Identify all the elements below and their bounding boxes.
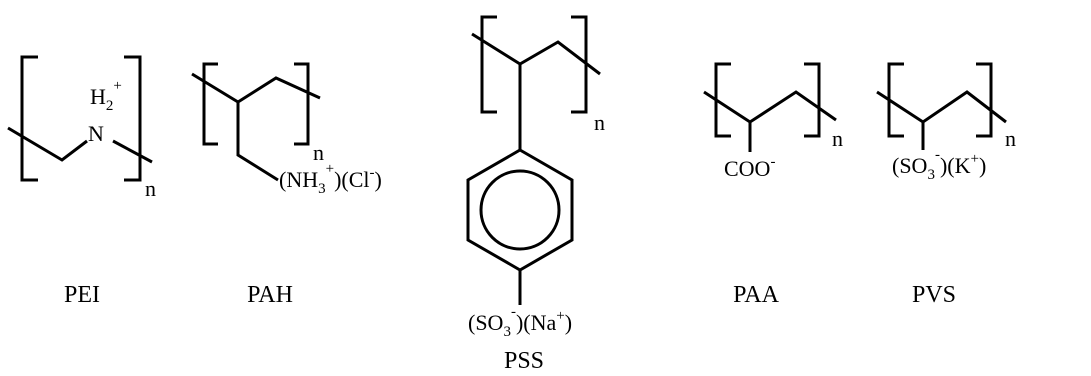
pss-bracket-right xyxy=(571,15,588,114)
paa-backbone xyxy=(703,90,837,124)
pei-backbone-right xyxy=(112,139,153,164)
paa-label: PAA xyxy=(733,282,779,308)
structure-pei: N H2+ n PEI xyxy=(7,55,156,308)
pah-backbone xyxy=(191,72,321,104)
paa-carboxylate: COO- xyxy=(724,154,775,181)
pss-sulfonate-sodium: (SO3-)(Na+) xyxy=(468,304,572,340)
pss-label: PSS xyxy=(504,348,544,374)
paa-repeat-n: n xyxy=(832,126,843,151)
pvs-sulfonate-potassium: (SO3-)(K+) xyxy=(892,147,986,183)
pss-backbone xyxy=(471,32,601,76)
pah-ammonium-chloride: (NH3+)(Cl-) xyxy=(279,161,382,197)
pei-backbone-left xyxy=(7,126,88,162)
pah-label: PAH xyxy=(247,282,293,308)
structure-pvs: (SO3-)(K+) n PVS xyxy=(876,62,1016,308)
pei-bracket-left xyxy=(20,55,38,182)
pvs-bracket-right xyxy=(976,62,993,138)
paa-bracket-right xyxy=(804,62,821,138)
pss-repeat-n: n xyxy=(594,110,605,135)
pss-aromatic-circle xyxy=(479,169,561,251)
pei-label: PEI xyxy=(64,282,100,308)
pvs-repeat-n: n xyxy=(1005,126,1016,151)
pei-bracket-right xyxy=(124,55,142,182)
pah-repeat-n: n xyxy=(313,140,324,165)
pei-repeat-n: n xyxy=(145,176,156,201)
structure-paa: COO- n PAA xyxy=(703,62,843,308)
pvs-label: PVS xyxy=(912,282,956,308)
pah-bracket-right xyxy=(294,62,310,146)
pei-amine-h2-plus: H2+ xyxy=(90,78,122,114)
pss-bracket-left xyxy=(480,15,497,114)
pss-benzene-ring xyxy=(466,148,574,272)
pah-bracket-left xyxy=(202,62,218,146)
pvs-backbone xyxy=(876,90,1007,124)
pei-amine-n: N xyxy=(88,121,104,146)
structure-pss: (SO3-)(Na+) n PSS xyxy=(466,15,605,374)
structure-pah: (NH3+)(Cl-) n PAH xyxy=(191,62,382,308)
pah-side-chain xyxy=(236,102,279,182)
